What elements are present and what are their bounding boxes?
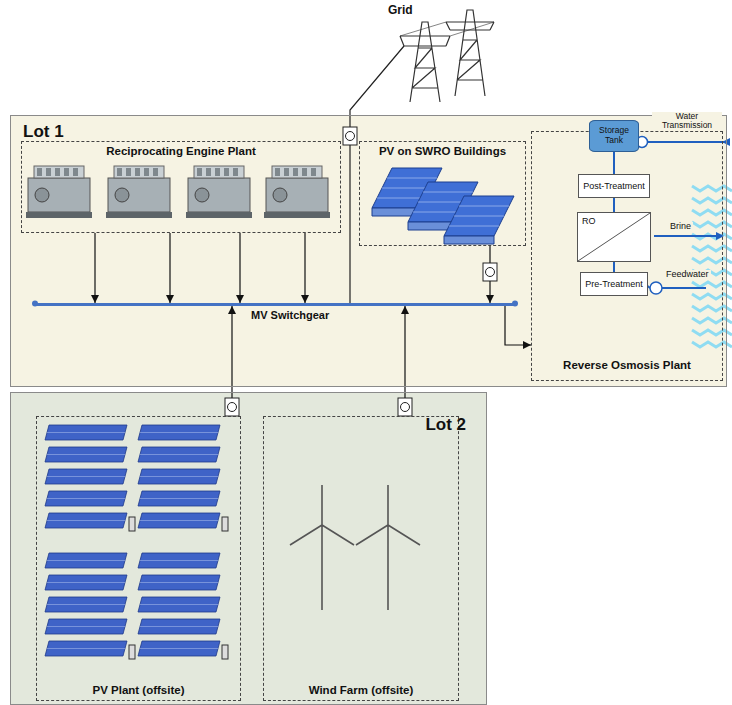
wind-turbine bbox=[290, 485, 420, 610]
engine-illustration bbox=[26, 166, 330, 218]
box-label: Wind Farm (offsite) bbox=[309, 684, 414, 697]
water-flow-line bbox=[614, 198, 615, 212]
lot-region: Lot 2 PV Plant (offsite) Wind Farm (offsit… bbox=[10, 392, 487, 705]
transformer-symbol bbox=[225, 127, 497, 416]
water-flow-line bbox=[614, 152, 615, 174]
plant-group: PV Plant (offsite) bbox=[36, 416, 241, 701]
power-feeder bbox=[505, 306, 531, 345]
connector-path bbox=[304, 233, 305, 303]
flow-arrowhead bbox=[716, 138, 730, 240]
lot-ground bbox=[10, 115, 727, 387]
box-label: Post-Treatment bbox=[583, 181, 645, 191]
connector-path bbox=[613, 262, 615, 272]
water-flow-line bbox=[614, 262, 615, 272]
process-box: RO bbox=[577, 212, 651, 262]
sea-waves bbox=[692, 186, 732, 347]
storage-tank: Storage Tank bbox=[589, 120, 639, 152]
region-title: Lot 1 bbox=[23, 122, 64, 142]
region-title: Lot 2 bbox=[425, 415, 466, 435]
process-box: Post-Treatment bbox=[578, 174, 650, 198]
connector-path bbox=[239, 233, 240, 303]
box-label: PV on SWRO Buildings bbox=[379, 145, 506, 158]
box-label: Reciprocating Engine Plant bbox=[106, 145, 256, 158]
transmission-tower bbox=[400, 10, 494, 102]
connector-path bbox=[613, 198, 615, 212]
box-label: Storage Tank bbox=[594, 126, 634, 146]
grid-label: Grid bbox=[386, 4, 415, 17]
flow-label: Water Transmission bbox=[652, 112, 722, 130]
switchgear-bus: MV Switchgear bbox=[36, 303, 516, 325]
box-label: MV Switchgear bbox=[251, 309, 329, 322]
flow-label: Brine bbox=[668, 222, 693, 231]
connector-path bbox=[94, 233, 95, 303]
box-label: RO bbox=[582, 216, 596, 226]
plant-group: Wind Farm (offsite) bbox=[263, 416, 459, 701]
connector-path bbox=[169, 233, 170, 303]
box-label: PV Plant (offsite) bbox=[92, 684, 184, 697]
power-feeder bbox=[95, 233, 305, 303]
lot-ground bbox=[10, 392, 487, 705]
pv-field-illustration bbox=[45, 425, 228, 659]
process-box: Pre-Treatment bbox=[580, 272, 648, 296]
plant-group: Reverse Osmosis PlantStorage TankPost-Tr… bbox=[531, 131, 723, 381]
box-label: Reverse Osmosis Plant bbox=[563, 359, 691, 372]
flow-label: Feedwater bbox=[664, 270, 711, 279]
plant-group: PV on SWRO Buildings bbox=[359, 141, 526, 246]
box-label: Pre-Treatment bbox=[585, 279, 643, 289]
plant-group: Reciprocating Engine Plant bbox=[21, 141, 341, 233]
lot-region: Lot 1 Reciprocating Engine Plant PV on SWR… bbox=[10, 115, 727, 387]
connector-path bbox=[613, 152, 615, 174]
connector-path bbox=[505, 306, 531, 345]
rooftop-pv-illustration bbox=[372, 168, 514, 244]
